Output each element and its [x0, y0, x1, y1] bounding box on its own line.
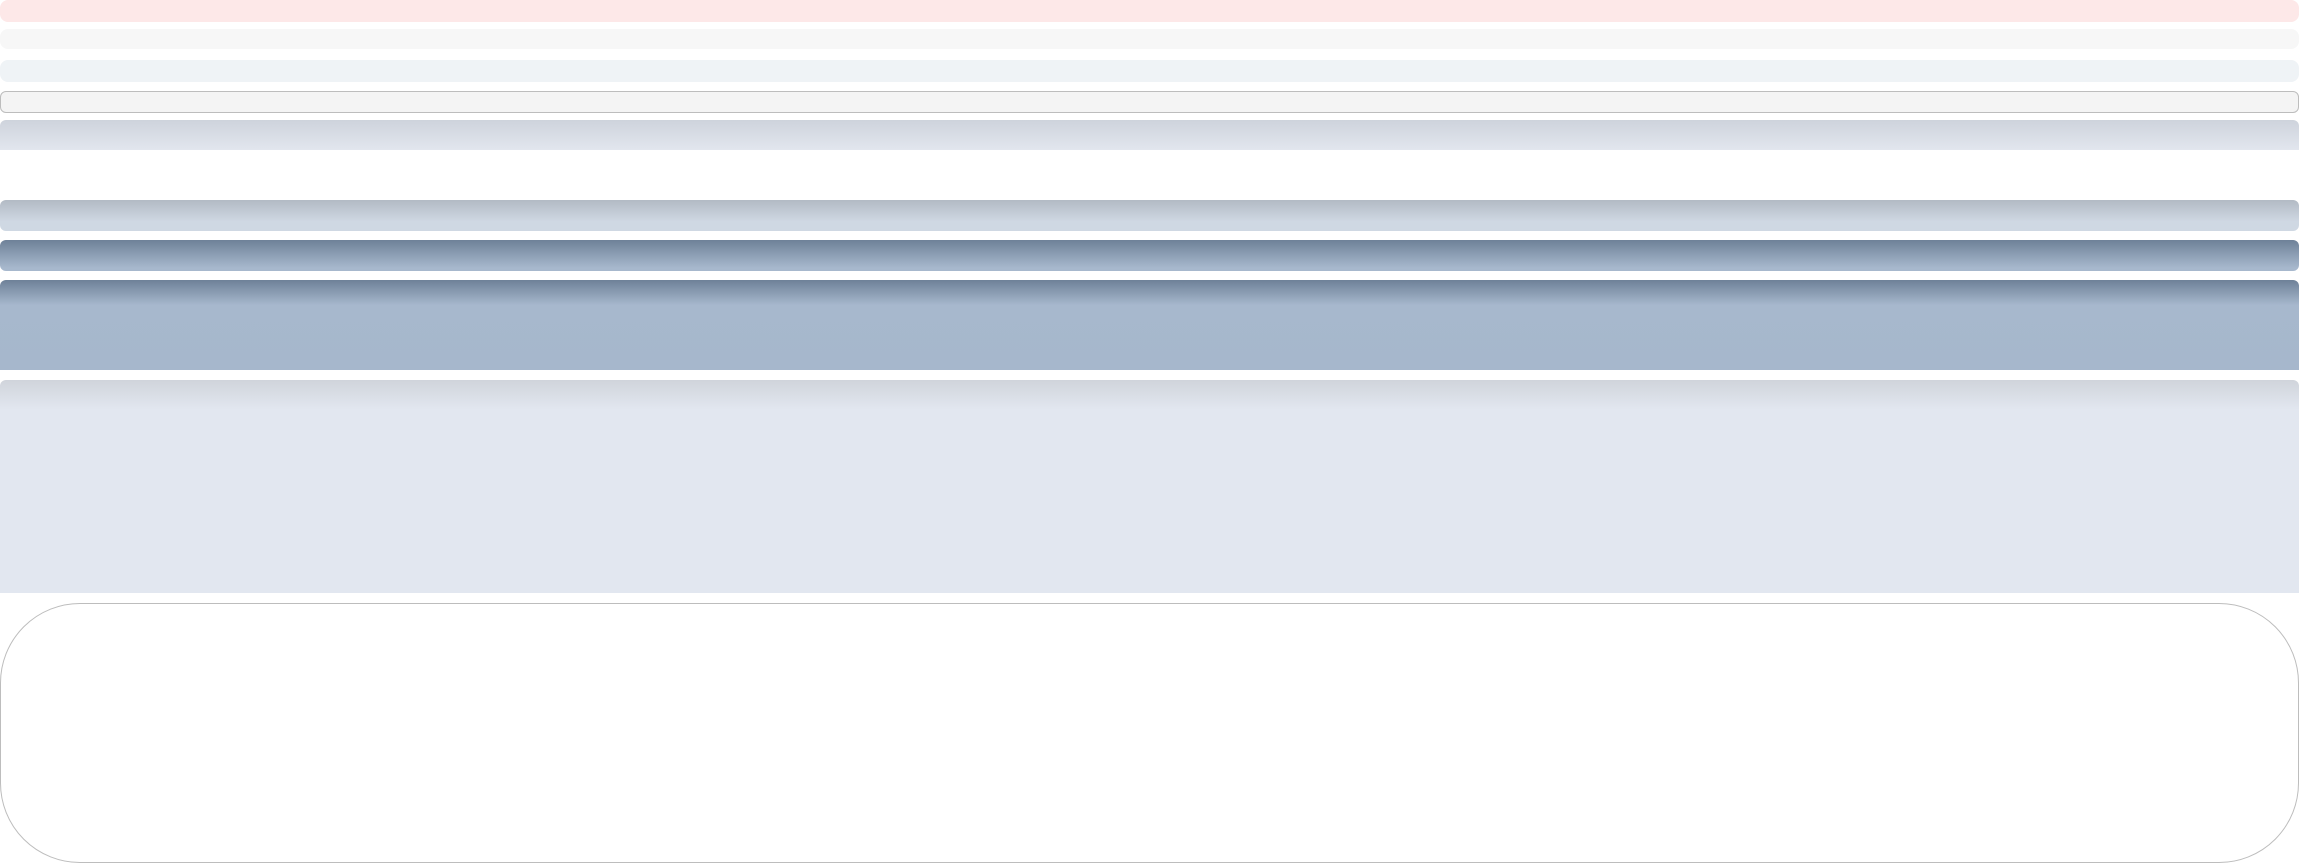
header-panel: [0, 280, 2299, 370]
info-strip: [0, 60, 2299, 82]
light-strip: [0, 29, 2299, 49]
alert-banner: [0, 0, 2299, 22]
section-header: [0, 120, 2299, 150]
toolbar-dark: [0, 240, 2299, 271]
content-panel: [0, 380, 2299, 593]
toolbar-light: [0, 200, 2299, 231]
input-field[interactable]: [0, 91, 2299, 113]
rounded-content-box: [0, 603, 2299, 863]
